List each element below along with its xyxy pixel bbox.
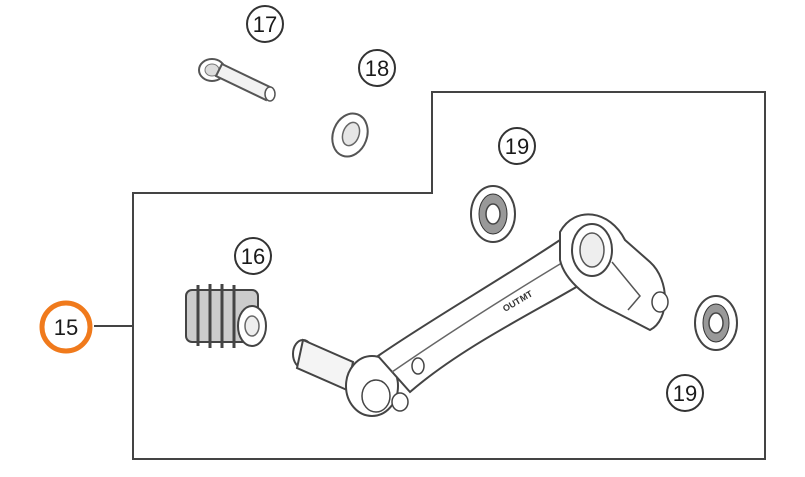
callout-17-label: 17 (253, 12, 277, 37)
callout-16[interactable]: 16 (234, 237, 272, 275)
assembly-outline (132, 91, 766, 460)
spring-part-16[interactable] (185, 284, 267, 348)
shift-lever-part-15[interactable]: OUT MT (292, 213, 669, 417)
washer-part-18[interactable] (327, 109, 374, 162)
callout-19-lower[interactable]: 19 (666, 374, 704, 412)
callout-17[interactable]: 17 (246, 5, 284, 43)
callout-18-label: 18 (365, 56, 389, 81)
callout-15-label: 15 (54, 315, 78, 340)
callout-19-upper[interactable]: 19 (498, 127, 536, 165)
callout-19-lower-label: 19 (673, 381, 697, 406)
bearing-part-19-upper[interactable] (470, 185, 516, 243)
callout-15-highlighted[interactable]: 15 (39, 300, 93, 354)
callout-19-upper-label: 19 (505, 134, 529, 159)
bolt-part-17[interactable] (198, 58, 276, 102)
callout-16-label: 16 (241, 244, 265, 269)
bearing-part-19-lower[interactable] (694, 295, 738, 351)
callout-18[interactable]: 18 (358, 49, 396, 87)
